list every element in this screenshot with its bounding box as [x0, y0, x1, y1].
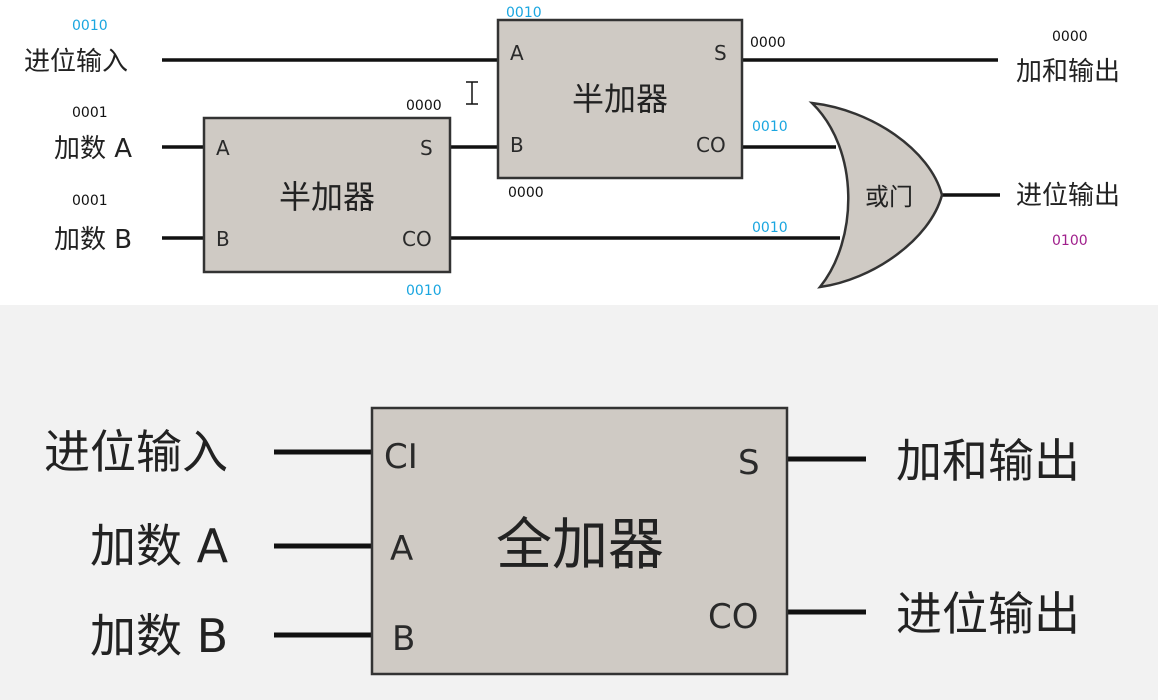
- label-carry-out: 进位输出: [1016, 181, 1120, 211]
- half-adder-1: A B S CO 半加器: [202, 116, 452, 274]
- ha2-pin-b: B: [510, 133, 524, 157]
- label-addend-a: 加数 A: [54, 134, 132, 164]
- fa-label-sum-out: 加和输出: [896, 434, 1080, 488]
- fa-label-addend-a: 加数 A: [90, 519, 229, 573]
- half-adder-2: A B S CO 半加器: [496, 18, 744, 180]
- fa-label-addend-b: 加数 B: [90, 609, 228, 663]
- text-cursor-icon: [466, 81, 478, 105]
- or-gate-shape: [808, 101, 944, 289]
- fa-pin-b: B: [392, 619, 415, 659]
- ha2-pin-a: A: [510, 41, 524, 65]
- ha1-title: 半加器: [279, 178, 375, 216]
- fa-pin-a: A: [390, 529, 413, 569]
- fa-pin-ci: CI: [384, 437, 418, 477]
- ha2-pin-co: CO: [696, 133, 726, 157]
- half-adder-2-box: [496, 18, 744, 180]
- full-adder: CI A B S CO 全加器: [370, 406, 789, 676]
- value-carry-in: 0010: [72, 18, 108, 34]
- top-wires: [162, 58, 1000, 240]
- half-adder-1-box: [202, 116, 452, 274]
- label-addend-b: 加数 B: [54, 225, 132, 255]
- ha1-pin-co: CO: [402, 227, 432, 251]
- ha2-title: 半加器: [572, 80, 668, 118]
- value-ha2-co: 0010: [752, 119, 788, 135]
- ha1-pin-b: B: [216, 227, 230, 251]
- value-ha2-s: 0000: [750, 35, 786, 51]
- value-ha1-co: 0010: [406, 283, 442, 299]
- label-sum-out: 加和输出: [1016, 57, 1120, 87]
- full-adder-box: [370, 406, 789, 676]
- ha1-pin-s: S: [420, 136, 433, 160]
- label-carry-in: 进位输入: [24, 47, 128, 77]
- value-or-in-b: 0010: [752, 220, 788, 236]
- fa-label-carry-out: 进位输出: [896, 587, 1080, 641]
- value-carry-out: 0100: [1052, 233, 1088, 249]
- value-ha2-b: 0000: [508, 185, 544, 201]
- bottom-wires: [274, 449, 866, 638]
- value-addend-a: 0001: [72, 105, 108, 121]
- value-ha1-s: 0000: [406, 98, 442, 114]
- fa-pin-co: CO: [708, 597, 759, 637]
- value-addend-b: 0001: [72, 193, 108, 209]
- ha2-pin-s: S: [714, 41, 727, 65]
- fa-title: 全加器: [496, 513, 664, 578]
- value-sum-out: 0000: [1052, 29, 1088, 45]
- ha1-pin-a: A: [216, 136, 230, 160]
- fa-label-carry-in: 进位输入: [44, 425, 228, 479]
- value-ha2-a: 0010: [506, 5, 542, 21]
- or-gate-title: 或门: [865, 183, 913, 211]
- or-gate: 或门: [808, 101, 944, 289]
- fa-pin-s: S: [738, 443, 760, 483]
